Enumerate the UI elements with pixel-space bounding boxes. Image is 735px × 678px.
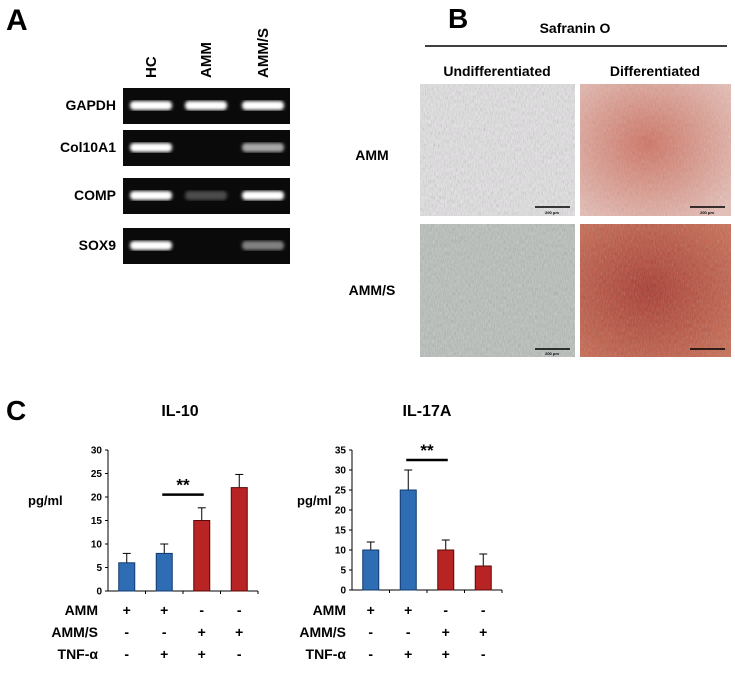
gel-band — [242, 101, 284, 110]
condition-label: TNF-α — [58, 646, 99, 662]
bar — [437, 549, 455, 591]
condition-minus: - — [368, 646, 373, 662]
chart-title: IL-10 — [161, 403, 198, 420]
gel-band — [130, 191, 172, 200]
gel-band — [185, 191, 227, 200]
panel-label-b: B — [448, 3, 468, 34]
scale-bar-label: 200 μm — [700, 210, 714, 215]
column-header-differentiated: Differentiated — [610, 63, 700, 79]
condition-minus: - — [481, 646, 486, 662]
row-label-amm: AMM — [355, 147, 388, 163]
bar — [155, 552, 173, 592]
condition-minus: - — [237, 646, 242, 662]
condition-plus: + — [198, 646, 206, 662]
micrograph-amm-s-differentiated — [580, 224, 731, 357]
y-tick-label: 25 — [335, 486, 347, 497]
bar — [118, 562, 136, 592]
bar — [474, 565, 492, 591]
condition-plus: + — [479, 624, 487, 640]
condition-label: AMM/S — [299, 624, 346, 640]
condition-label: AMM/S — [51, 624, 98, 640]
lane-label: AMM — [198, 42, 215, 78]
significance-label: ** — [420, 441, 434, 460]
gel-band — [130, 143, 172, 152]
condition-minus: - — [162, 624, 167, 640]
y-tick-label: 5 — [340, 566, 346, 577]
bar — [362, 549, 380, 591]
condition-plus: + — [404, 602, 412, 618]
y-axis-label: pg/ml — [28, 493, 63, 508]
row-label-amm-s: AMM/S — [349, 282, 396, 298]
condition-plus: + — [198, 624, 206, 640]
charts: IL-10 pg/ml 0 5 10 15 20 25 30 ** AMM + + - - AMM/S - - + +… — [28, 403, 503, 662]
stain-title: Safranin O — [540, 20, 611, 36]
bar — [399, 489, 417, 591]
scale-bar-label: 200 μm — [545, 210, 559, 215]
condition-plus: + — [235, 624, 243, 640]
condition-minus: - — [443, 602, 448, 618]
chart-title: IL-17A — [403, 403, 452, 420]
y-tick-label: 0 — [96, 587, 102, 598]
y-tick-label: 30 — [335, 466, 347, 477]
gel-band — [185, 101, 227, 110]
condition-plus: + — [442, 646, 450, 662]
gel-band — [242, 191, 284, 200]
scale-bar-label: 200 μm — [545, 351, 559, 356]
y-tick-label: 30 — [91, 446, 103, 457]
y-tick-label: 15 — [335, 526, 347, 537]
gene-label: SOX9 — [79, 237, 117, 253]
y-tick-label: 15 — [91, 516, 103, 527]
condition-minus: - — [124, 646, 129, 662]
condition-plus: + — [442, 624, 450, 640]
column-header-undifferentiated: Undifferentiated — [443, 63, 550, 79]
y-tick-label: 20 — [91, 493, 103, 504]
condition-plus: + — [123, 602, 131, 618]
gel-band — [130, 241, 172, 250]
condition-minus: - — [406, 624, 411, 640]
bar — [193, 520, 211, 592]
y-tick-label: 5 — [96, 563, 102, 574]
gel-band — [130, 101, 172, 110]
bar — [230, 487, 248, 592]
micrograph-amm-differentiated: 200 μm — [580, 84, 731, 216]
condition-plus: + — [160, 646, 168, 662]
gel-band — [242, 143, 284, 152]
micrograph-amm-s-undifferentiated: 200 μm — [420, 224, 575, 357]
condition-plus: + — [160, 602, 168, 618]
condition-minus: - — [481, 602, 486, 618]
y-tick-label: 20 — [335, 506, 347, 517]
y-tick-label: 10 — [335, 546, 347, 557]
condition-minus: - — [237, 602, 242, 618]
gene-label: Col10A1 — [60, 139, 116, 155]
condition-label: TNF-α — [306, 646, 347, 662]
panel-label-c: C — [6, 395, 26, 426]
chart-il-10: IL-10 pg/ml 0 5 10 15 20 25 30 ** AMM + + - - AMM/S - - + +… — [28, 403, 259, 662]
condition-label: AMM — [65, 602, 98, 618]
condition-plus: + — [404, 646, 412, 662]
condition-minus: - — [199, 602, 204, 618]
micrograph-amm-undifferentiated: 200 μm — [420, 84, 575, 216]
gene-label: GAPDH — [65, 97, 116, 113]
y-axis-label: pg/ml — [297, 493, 332, 508]
condition-minus: - — [124, 624, 129, 640]
significance-label: ** — [176, 476, 190, 495]
condition-minus: - — [368, 624, 373, 640]
panel-label-a: A — [6, 4, 28, 37]
lane-label: HC — [143, 56, 160, 78]
y-tick-label: 25 — [91, 469, 103, 480]
lane-label: AMM/S — [255, 28, 272, 78]
y-tick-label: 10 — [91, 540, 103, 551]
gene-label: COMP — [74, 187, 116, 203]
y-tick-label: 35 — [335, 446, 347, 457]
chart-il-17a: IL-17A pg/ml 0 5 10 15 20 25 30 35 ** AMM + + - - AMM/S -… — [297, 403, 503, 662]
gel-band — [242, 241, 284, 250]
condition-label: AMM — [313, 602, 346, 618]
y-tick-label: 0 — [340, 586, 346, 597]
condition-plus: + — [367, 602, 375, 618]
